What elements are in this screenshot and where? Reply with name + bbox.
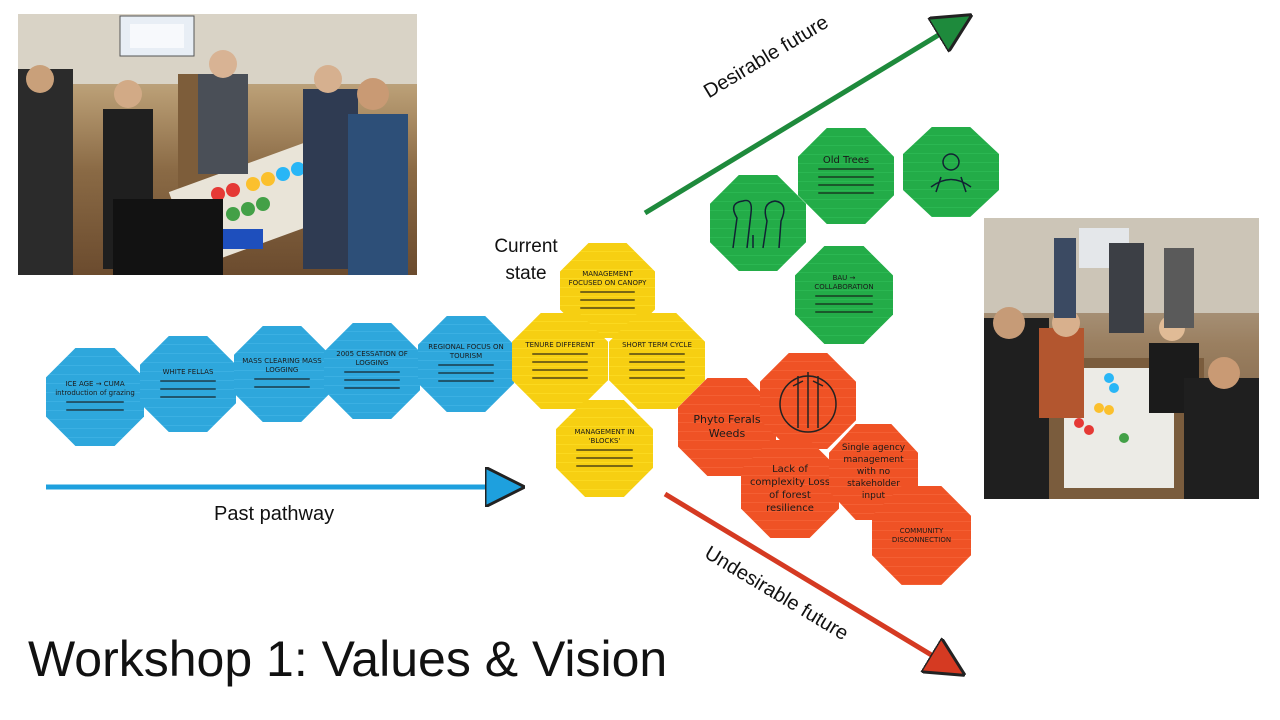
desirable-future-arrow [643, 25, 955, 216]
past-note-white-fellas: WHITE FELLAS [140, 336, 236, 432]
dead-trees-sketch-icon [779, 372, 837, 433]
tree-sketch-icon [732, 199, 785, 249]
past-note-cessation-logging: 2005 CESSATION OF LOGGING [324, 323, 420, 419]
current-note-short-term: SHORT TERM CYCLE [609, 313, 705, 409]
undesirable-note-dead-trees-drawing [760, 353, 856, 449]
past-note-tourism: REGIONAL FOCUS ON TOURISM [418, 316, 514, 412]
animal-sketch-icon [930, 153, 972, 193]
photo-group-illustration [984, 218, 1259, 499]
desirable-note-sketch [903, 127, 999, 217]
workshop-photo-2 [984, 218, 1259, 499]
past-note-mass-clearing: MASS CLEARING MASS LOGGING [234, 326, 330, 422]
workshop-photo-1 [18, 14, 417, 275]
undesirable-note-lack-complexity: Lack of complexity Loss of forest resili… [741, 440, 839, 538]
undesirable-future-arrow [663, 491, 948, 665]
current-state-label: Current state [494, 236, 558, 284]
current-note-blocks: MANAGEMENT IN 'BLOCKS' [556, 400, 653, 497]
slide-title: Workshop 1: Values & Vision [28, 631, 668, 687]
desirable-note-collaboration: BAU → COLLABORATION [795, 246, 893, 344]
past-pathway-label: Past pathway [214, 503, 335, 525]
undesirable-note-community: COMMUNITY DISCONNECTION [872, 486, 971, 585]
current-note-tenure: TENURE DIFFERENT [512, 313, 608, 409]
past-note-ice-age: ICE AGE → CUMA introduction of grazing [46, 348, 144, 446]
photo-people-illustration [18, 14, 417, 275]
desirable-note-tree-drawing [710, 175, 806, 271]
desirable-note-old-trees: Old Trees [798, 128, 894, 224]
